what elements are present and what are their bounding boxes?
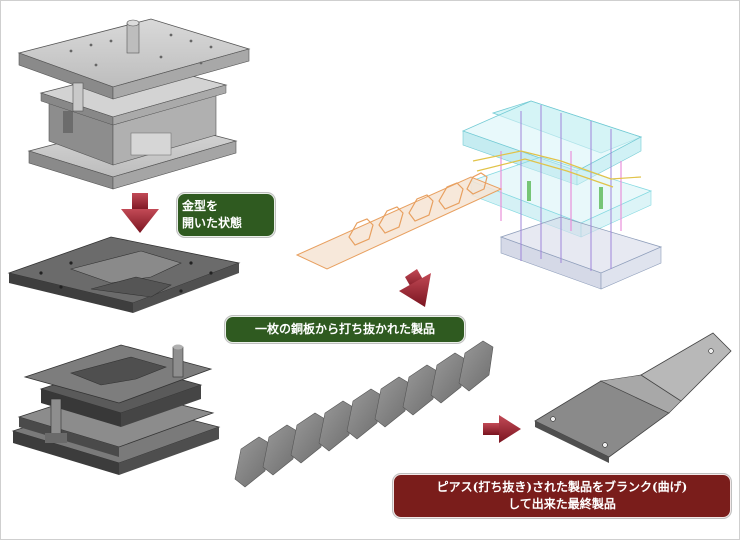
diagonal-arrow-icon — [399, 269, 431, 307]
down-arrow-icon — [121, 193, 159, 233]
right-arrow-icon — [483, 415, 521, 443]
final-product — [534, 332, 732, 463]
die-open-label: 金型を 開いた状態 — [177, 193, 275, 237]
blanked-parts-row — [234, 340, 494, 488]
final-product-label-line2: して出来た最終製品 — [508, 497, 616, 511]
die-wireframe — [461, 100, 663, 290]
die-open-label-line2: 開いた状態 — [182, 216, 243, 230]
blanked-parts-label: 一枚の銅板から打ち抜かれた製品 — [225, 316, 465, 343]
blanking-strip — [295, 172, 503, 270]
die-set-closed — [17, 18, 251, 190]
final-product-label: ピアス(打ち抜き)された製品をブランク(曲げ) して出来た最終製品 — [393, 474, 731, 518]
die-assembled — [11, 344, 221, 475]
final-product-label-line1: ピアス(打ち抜き)された製品をブランク(曲げ) — [436, 480, 688, 494]
die-open-lower — [7, 236, 241, 313]
die-open-label-line1: 金型を — [182, 199, 219, 213]
